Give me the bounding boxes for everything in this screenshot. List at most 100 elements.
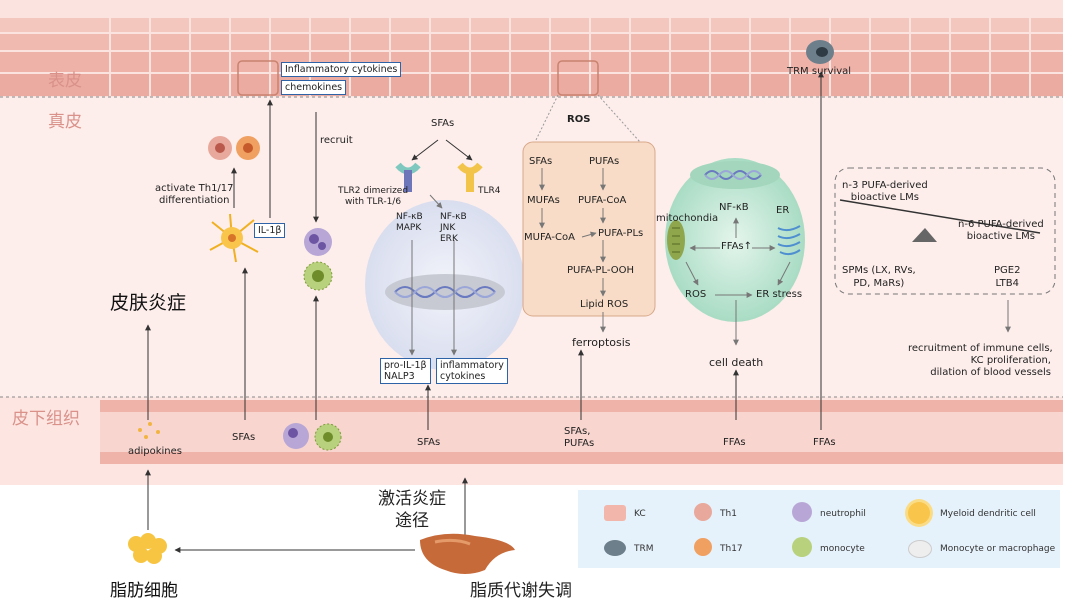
- inflammatory-cytokines-box-2: inflammatory cytokines: [436, 358, 508, 384]
- legend-myeloid-dc: Myeloid dendritic cell: [940, 509, 1036, 519]
- neutrophil-legend-icon: [792, 502, 812, 522]
- pufa-pl-ooh-label: PUFA-PL-OOH: [567, 265, 634, 276]
- liver-icon: [415, 530, 520, 578]
- recruit-label: recruit: [320, 135, 353, 146]
- sfas-pufas-line1: SFAs,: [564, 426, 591, 437]
- nfkb-cell-label: NF-κB: [719, 202, 749, 213]
- mufa-coa-label: MUFA-CoA: [524, 232, 575, 243]
- legend-th1: Th1: [720, 509, 737, 519]
- spms-line2: PD, MaRs): [853, 278, 905, 289]
- path1-label: NF-κB MAPK: [396, 212, 423, 234]
- adipocyte-label: 脂肪细胞: [110, 581, 178, 601]
- mufas-label: MUFAs: [527, 195, 560, 206]
- pro-il1b-box: pro-IL-1β NALP3: [380, 358, 431, 384]
- spms-label: SPMs (LX, RVs, PD, MaRs): [842, 264, 916, 290]
- kc-highlight-left: [237, 60, 279, 96]
- legend-th17: Th17: [720, 544, 743, 554]
- pge2-ltb4-label: PGE2 LTB4: [994, 264, 1020, 290]
- tlr2-line1: TLR2 dimerized: [338, 186, 409, 196]
- ltb4-line: LTB4: [995, 278, 1019, 289]
- path1-line1: NF-κB: [396, 212, 423, 222]
- path2-label: NF-κB JNK ERK: [440, 212, 467, 245]
- n6-label: n-6 PUFA-derived bioactive LMs: [958, 219, 1044, 243]
- inflammatory-cytokines-box: Inflammatory cytokines: [281, 62, 402, 77]
- legend-trm: TRM: [634, 544, 654, 554]
- ffas-cell-bottom-label: FFAs: [723, 437, 746, 448]
- monocyte-cell: [303, 261, 333, 291]
- path2-line2: JNK: [440, 223, 456, 233]
- er-shape: [777, 225, 801, 256]
- sfas-left-label: SFAs: [232, 432, 256, 443]
- pufas-label: PUFAs: [589, 156, 620, 167]
- legend-kc: KC: [634, 509, 646, 519]
- er-label: ER: [776, 205, 790, 216]
- monocyte-legend-icon: [792, 537, 812, 557]
- kc-legend-icon: [604, 505, 626, 521]
- activate-line2: differentiation: [158, 195, 230, 206]
- lm-out-line3: dilation of blood vessels: [930, 367, 1051, 378]
- n3-line1: n-3 PUFA-derived: [842, 180, 928, 191]
- label-epidermis: 表皮: [48, 71, 82, 91]
- n6-line1: n-6 PUFA-derived: [958, 219, 1044, 230]
- activate-pathway-line2: 途径: [395, 511, 429, 531]
- er-cell: [665, 158, 805, 322]
- chemokines-box: chemokines: [281, 80, 347, 95]
- path2-line1: NF-κB: [440, 212, 467, 222]
- adipokine-dots: [138, 422, 160, 439]
- th1-legend-icon: [694, 503, 712, 521]
- il1b-box: IL-1β: [254, 223, 286, 238]
- sfas-ferro-label: SFAs: [529, 156, 553, 167]
- label-subcutis: 皮下组织: [12, 409, 80, 429]
- mitochondia-label: mitochondia: [656, 213, 719, 224]
- label-dermis: 真皮: [48, 112, 82, 132]
- path1-line2: MAPK: [396, 223, 422, 233]
- tlr2-line2: with TLR-1/6: [344, 197, 402, 207]
- ffas-lm-bottom-label: FFAs: [813, 437, 836, 448]
- sfas-pufas-bottom-label: SFAs, PUFAs: [564, 426, 594, 450]
- ros-cell-label: ROS: [685, 289, 707, 300]
- lm-out-line1: recruitment of immune cells,: [908, 343, 1053, 354]
- legend-panel: [578, 490, 1060, 568]
- lipid-ros-label: Lipid ROS: [580, 299, 629, 310]
- activate-th-label: activate Th1/17 differentiation: [155, 183, 234, 207]
- adipocyte-cluster: [126, 532, 170, 566]
- pufa-coa-label: PUFA-CoA: [578, 195, 627, 206]
- lm-outcome-label: recruitment of immune cells, KC prolifer…: [908, 343, 1053, 379]
- lm-box: [834, 167, 1056, 295]
- macrophage-legend-icon: [908, 540, 932, 558]
- tlr2-receptor: [395, 162, 421, 192]
- ferroptosis-box: [522, 141, 656, 317]
- infl-cyt-line1: inflammatory: [440, 360, 504, 371]
- skin-inflammation-label: 皮肤炎症: [110, 292, 187, 314]
- n3-label: n-3 PUFA-derived bioactive LMs: [842, 180, 928, 204]
- dendritic-cell: [209, 213, 259, 263]
- n3-line2: bioactive LMs: [850, 192, 919, 203]
- tlr4-receptor: [457, 162, 483, 192]
- trm-legend-icon: [604, 540, 626, 556]
- pufa-pls-label: PUFA-PLs: [598, 228, 644, 239]
- n6-line2: bioactive LMs: [966, 231, 1035, 242]
- ros-label: ROS: [567, 114, 591, 125]
- lm-out-line2: KC proliferation,: [970, 355, 1051, 366]
- legend-neutrophil: neutrophil: [820, 509, 866, 519]
- trm-survival-label: TRM survival: [787, 66, 852, 77]
- adipokines-label: adipokines: [128, 446, 182, 457]
- activate-pathway-line1: 激活炎症: [378, 489, 446, 509]
- infl-cyt-line2: cytokines: [440, 371, 486, 382]
- ffas-up-label: FFAs↑: [721, 241, 753, 252]
- tlr4-label: TLR4: [478, 186, 501, 196]
- spms-line1: SPMs (LX, RVs,: [842, 265, 916, 276]
- ferroptosis-label: ferroptosis: [572, 336, 631, 349]
- sfas-top-label: SFAs: [431, 118, 455, 129]
- tlr2-label: TLR2 dimerized with TLR-1/6: [338, 186, 408, 208]
- er-stress-label: ER stress: [756, 289, 803, 300]
- sfas-pufas-line2: PUFAs: [564, 438, 595, 449]
- sfas-bottom-label: SFAs: [417, 437, 441, 448]
- th17-legend-icon: [694, 538, 712, 556]
- activate-line1: activate Th1/17: [155, 183, 234, 194]
- pro-il1b-line2: NALP3: [384, 371, 415, 382]
- kc-highlight-right: [557, 60, 599, 96]
- mitochondria-shape: [667, 220, 685, 260]
- legend-monocyte: monocyte: [820, 544, 865, 554]
